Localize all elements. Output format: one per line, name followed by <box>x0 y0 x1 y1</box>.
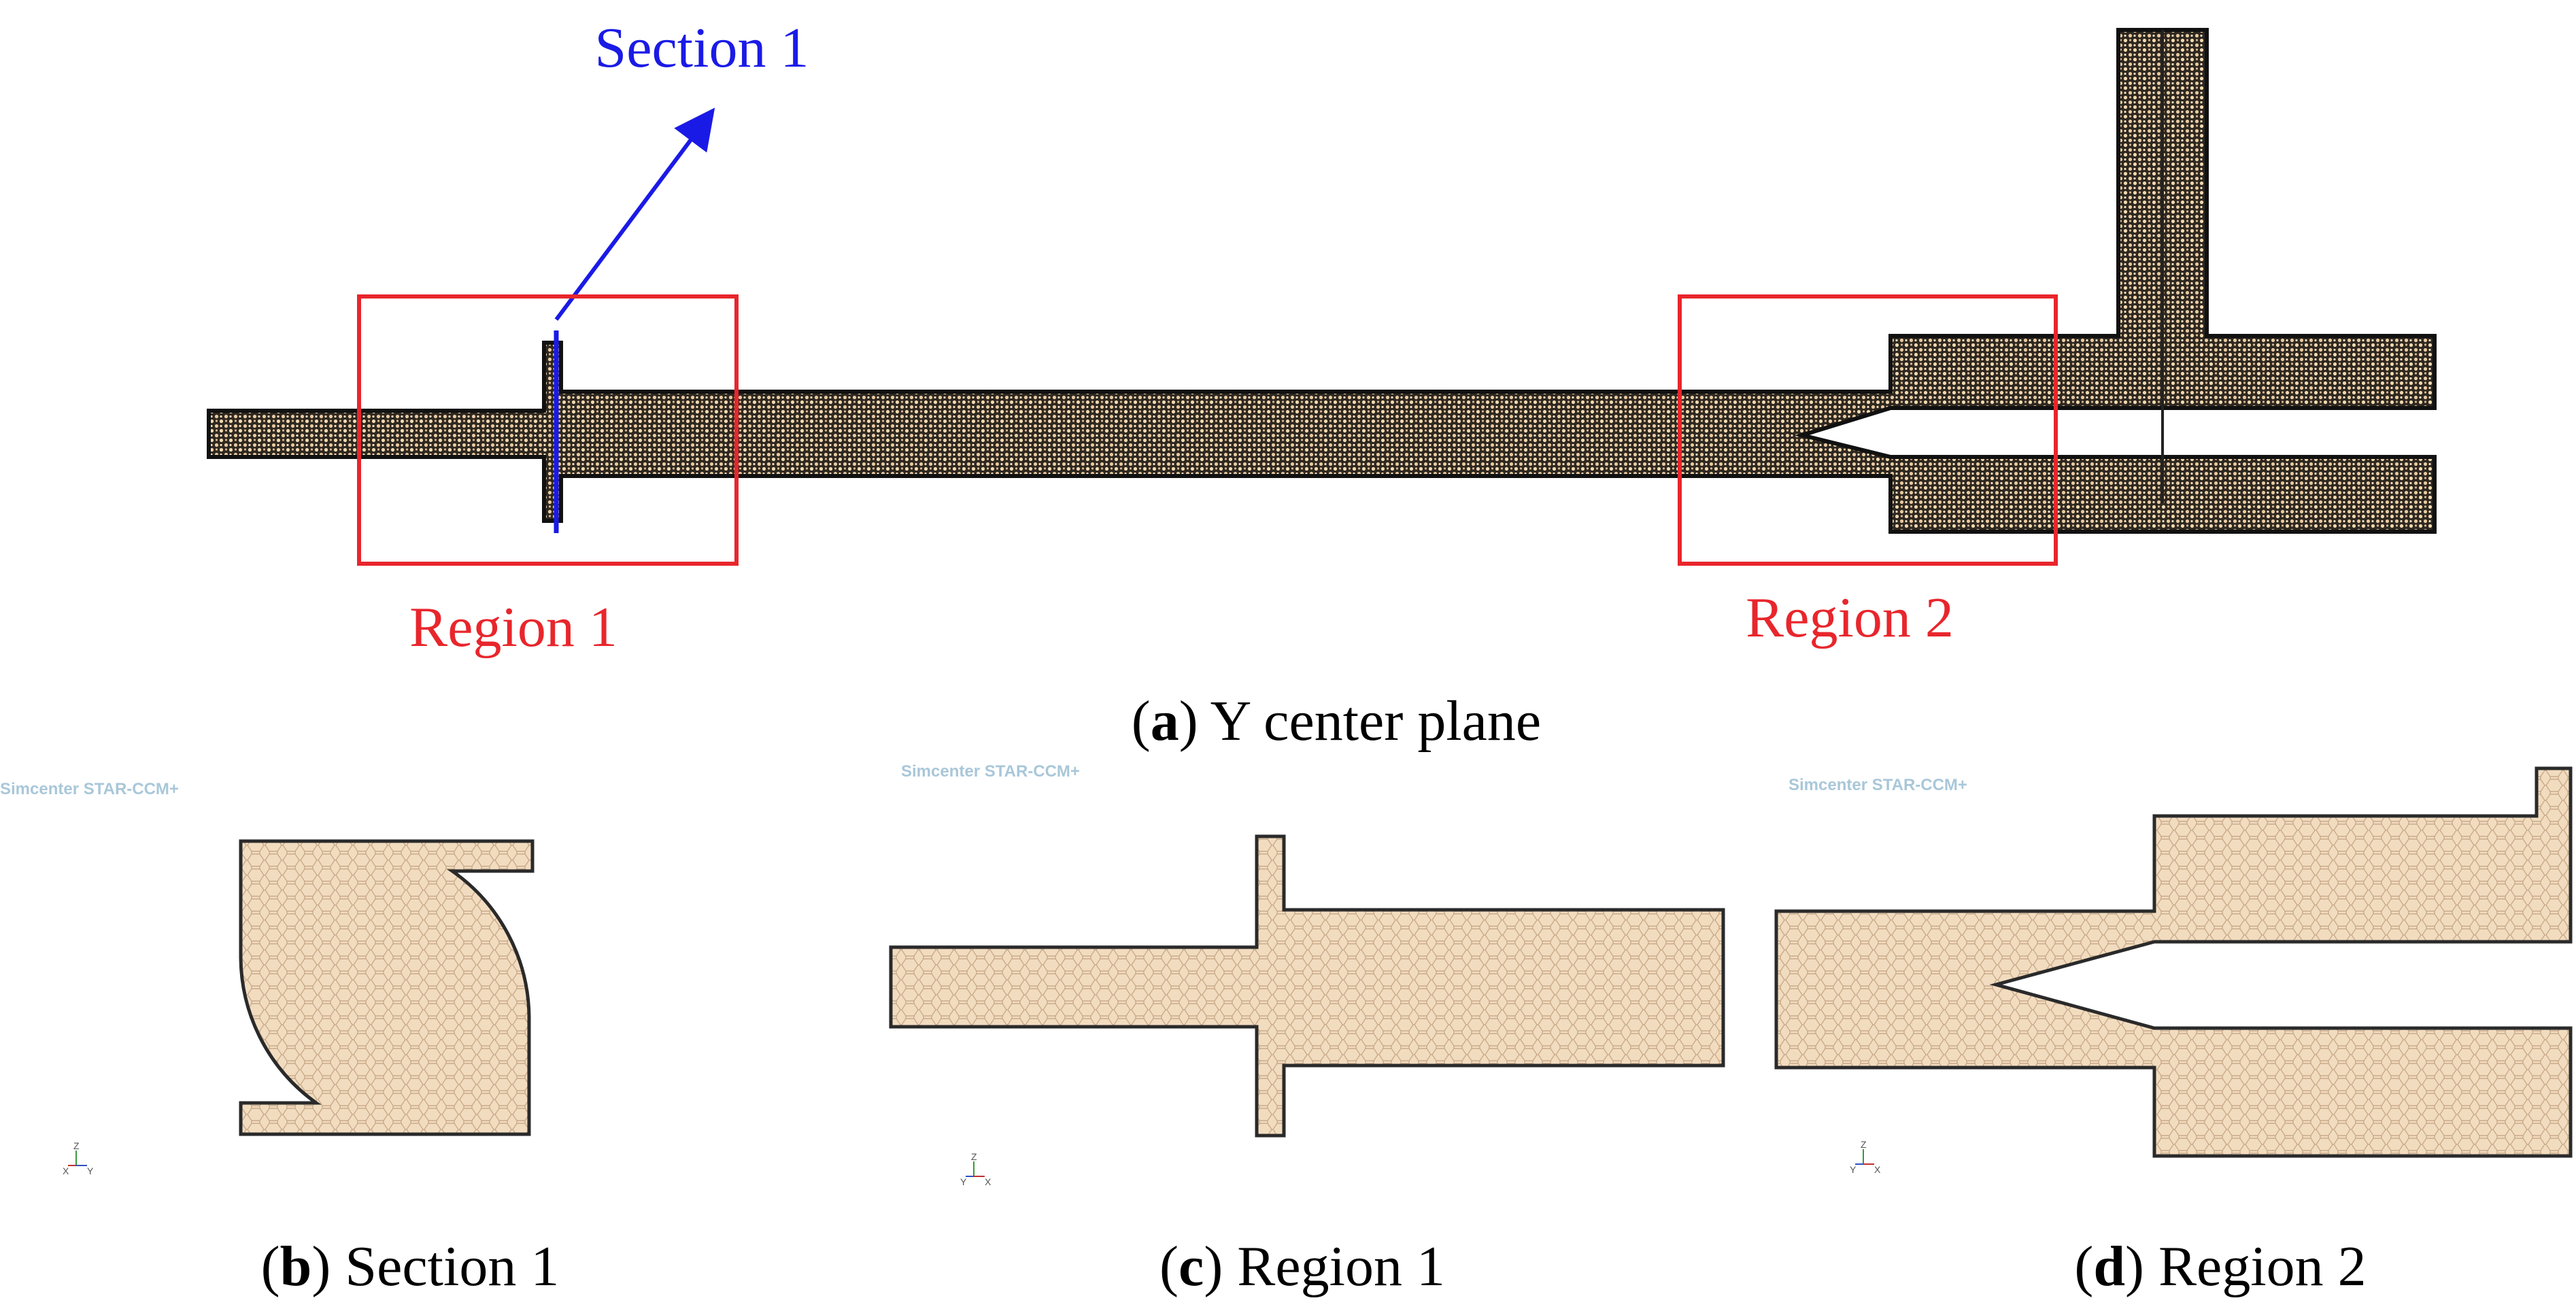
mesh-domain-section-1 <box>239 839 535 1136</box>
svg-text:X: X <box>1874 1164 1881 1175</box>
watermark-c: Simcenter STAR-CCM+ <box>901 762 1080 781</box>
region-1-label: Region 1 <box>409 596 617 659</box>
svg-text:Z: Z <box>1861 1139 1867 1150</box>
panel-a: Section 1 Region 1 Region 2 (a) Y center… <box>207 16 2437 753</box>
watermark-d: Simcenter STAR-CCM+ <box>1789 776 1967 794</box>
mesh-domain-region-2 <box>1774 766 2573 1158</box>
caption-a-letter: a <box>1151 689 1179 753</box>
axis-triad-d: Z Y X <box>1850 1139 1881 1175</box>
mesh-domain-region-1 <box>889 834 1725 1138</box>
panel-c: Simcenter STAR-CCM+ Z Y X (c) Region 1 <box>889 762 1725 1298</box>
panel-d: Simcenter STAR-CCM+ Z Y X (d) Region 2 <box>1774 766 2573 1298</box>
region-1-box <box>357 294 739 566</box>
svg-text:Z: Z <box>971 1151 977 1162</box>
caption-d-letter: d <box>2093 1235 2125 1298</box>
caption-c-letter: c <box>1179 1235 1204 1298</box>
svg-text:X: X <box>985 1176 992 1187</box>
section-1-label: Section 1 <box>595 16 809 80</box>
caption-b: (b) Section 1 <box>261 1235 560 1298</box>
axis-triad-c: Z Y X <box>960 1151 992 1187</box>
svg-text:Y: Y <box>87 1165 94 1176</box>
region-2-label: Region 2 <box>1746 586 1954 649</box>
mesh-domain-y-center-plane <box>207 28 2437 534</box>
caption-d: (d) Region 2 <box>2074 1235 2366 1298</box>
caption-a-text: Y center plane <box>1210 689 1542 753</box>
caption-d-text: Region 2 <box>2158 1235 2367 1298</box>
caption-b-letter: b <box>280 1235 312 1298</box>
region-2-box <box>1678 294 2058 566</box>
caption-c: (c) Region 1 <box>1159 1235 1445 1298</box>
axis-triad-b: Z X Y <box>63 1140 94 1176</box>
caption-c-text: Region 1 <box>1237 1235 1445 1298</box>
panel-b: Simcenter STAR-CCM+ Z X Y (b) Section 1 <box>0 780 559 1298</box>
section-1-arrow <box>554 107 715 321</box>
svg-text:Y: Y <box>1850 1164 1857 1175</box>
svg-text:X: X <box>63 1165 69 1176</box>
svg-text:Y: Y <box>960 1176 967 1187</box>
watermark-b: Simcenter STAR-CCM+ <box>0 780 179 798</box>
caption-a: (a) Y center plane <box>1132 689 1541 753</box>
svg-text:Z: Z <box>73 1140 80 1151</box>
caption-b-text: Section 1 <box>345 1235 559 1298</box>
